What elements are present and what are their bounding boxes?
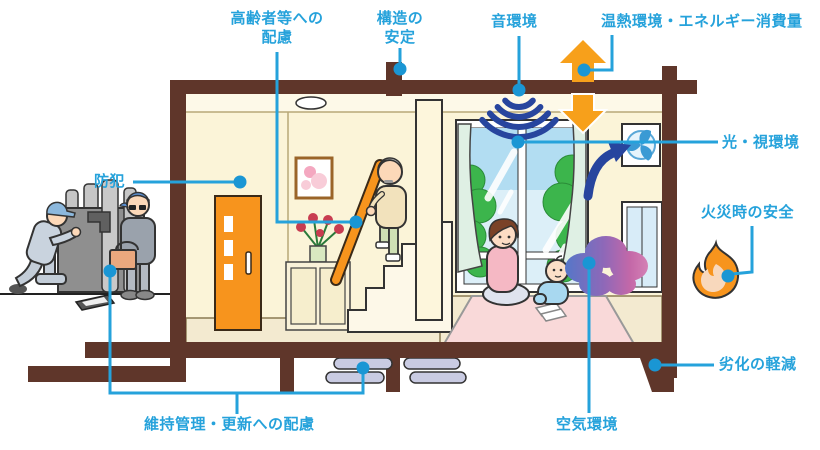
heat-up-arrow-icon	[560, 40, 606, 82]
label-maintenance-renewal: 維持管理・更新への配慮	[144, 416, 315, 433]
ventilation-curved-arrow-icon	[583, 142, 631, 201]
label-elderly-consideration: 高齢者等への 配慮	[230, 10, 324, 46]
label-light-visual-environment: 光・視環境	[722, 134, 800, 151]
floor-structure	[85, 342, 677, 358]
mother-figure	[482, 218, 530, 306]
left-foundation	[28, 366, 186, 382]
connector-fire	[731, 226, 754, 276]
flame-icon	[692, 239, 740, 299]
baby-figure	[533, 255, 569, 305]
roof-beam	[170, 80, 697, 94]
connector-thermal	[588, 35, 614, 72]
heat-down-arrow-icon	[557, 93, 609, 135]
connector-lines	[108, 35, 754, 414]
connector-elderly	[275, 52, 352, 224]
front-door-icon	[214, 195, 262, 331]
curtain-left	[457, 123, 483, 273]
connector-dots	[103, 62, 735, 375]
elderly-person	[365, 157, 407, 262]
clipboard	[74, 294, 116, 311]
label-crime-prevention: 防犯	[94, 173, 126, 190]
left-wall	[170, 80, 186, 380]
partition-wall	[415, 99, 443, 321]
label-thermal-energy: 温熱環境・エネルギー消費量	[601, 13, 803, 30]
maintenance-worker	[9, 201, 82, 294]
label-air-environment: 空気環境	[556, 416, 619, 433]
right-column	[662, 66, 677, 378]
label-structural-stability: 構造の 安定	[376, 10, 424, 46]
label-fire-safety: 火災時の安全	[701, 204, 795, 221]
label-deterioration-reduction: 劣化の軽減	[719, 356, 797, 373]
flower-vase	[296, 213, 344, 263]
intruder-figure	[109, 191, 156, 301]
label-sound-environment: 音環境	[491, 13, 538, 30]
ceiling-light-icon	[295, 96, 327, 110]
picture-frame	[294, 156, 334, 200]
underfloor-pipes-icon	[325, 357, 467, 384]
